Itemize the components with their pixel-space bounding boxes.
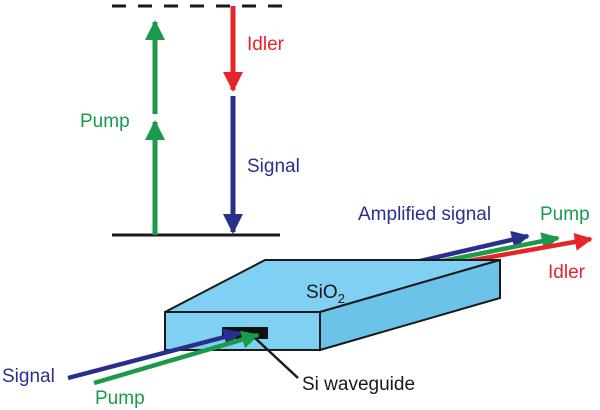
pump-input-label: Pump [95,388,145,409]
amplified-signal-label: Amplified signal [358,204,491,225]
sio2-slab [164,258,501,352]
si-waveguide-label: Si waveguide [302,374,415,395]
waveguide-leader-line [254,337,299,379]
pump-input-beam [93,330,260,386]
signal-input-beam [67,328,242,381]
signal-label-top: Signal [247,156,300,177]
idler-label-top: Idler [247,34,285,55]
pump-label-top: Pump [80,111,130,132]
pump-output-label: Pump [540,204,590,225]
signal-input-label: Signal [2,366,55,387]
idler-output-label: Idler [548,262,586,283]
sio2-label: SiO2 [306,282,345,306]
